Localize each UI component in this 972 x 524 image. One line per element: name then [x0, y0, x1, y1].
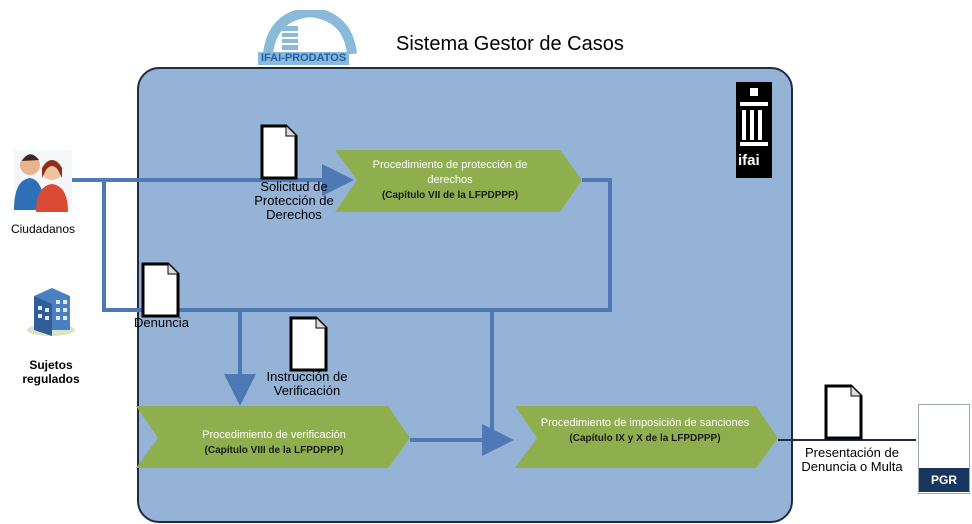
proteccion-chapter: (Capítulo VII de la LFPDPPP)	[381, 190, 519, 201]
chevron-proteccion	[335, 150, 582, 212]
ifai-mark-text: ifai	[738, 152, 760, 169]
document-icon-solicitud	[260, 124, 298, 180]
building-icon	[27, 288, 75, 336]
sanciones-title: Procedimiento de imposición de sanciones	[540, 417, 750, 429]
sanciones-chapter: (Capítulo IX y X de la LFPDPPP)	[569, 433, 721, 444]
proteccion-title: Procedimiento de protección de derechos	[372, 159, 528, 186]
verificacion-title: Procedimiento de verificación	[202, 429, 346, 441]
page-title: Sistema Gestor de Casos	[396, 33, 624, 55]
chevron-verificacion	[136, 406, 410, 468]
instruccion-label: Instrucción de Verificación	[266, 369, 348, 398]
sanciones-label: Procedimiento de imposición de sanciones…	[540, 416, 750, 446]
citizens-icon	[14, 150, 72, 212]
document-icon-instruccion	[289, 316, 328, 372]
ifai-logo	[736, 82, 772, 178]
chevron-sanciones	[515, 406, 778, 468]
denuncia-label: Denuncia	[134, 315, 189, 330]
verificacion-label: Procedimiento de verificación (Capítulo …	[164, 428, 384, 458]
citizens-label: Ciudadanos	[10, 222, 76, 236]
document-icon-presentacion	[824, 384, 863, 440]
flow-proteccion-return	[102, 178, 612, 312]
verificacion-chapter: (Capítulo VIII de la LFPDPPP)	[204, 445, 344, 456]
solicitud-label: Solicitud de Protección de Derechos	[254, 179, 334, 222]
regulated-label: Sujetos regulados	[22, 358, 80, 386]
presentacion-label: Presentación de Denuncia o Multa	[801, 445, 903, 474]
logo-text: IFAI-PRODATOS	[258, 52, 350, 65]
ifai-prodatos-logo	[263, 10, 357, 54]
document-icon-denuncia	[141, 262, 180, 318]
pgr-label: PGR	[919, 468, 969, 492]
proteccion-label: Procedimiento de protección de derechos …	[350, 158, 550, 203]
